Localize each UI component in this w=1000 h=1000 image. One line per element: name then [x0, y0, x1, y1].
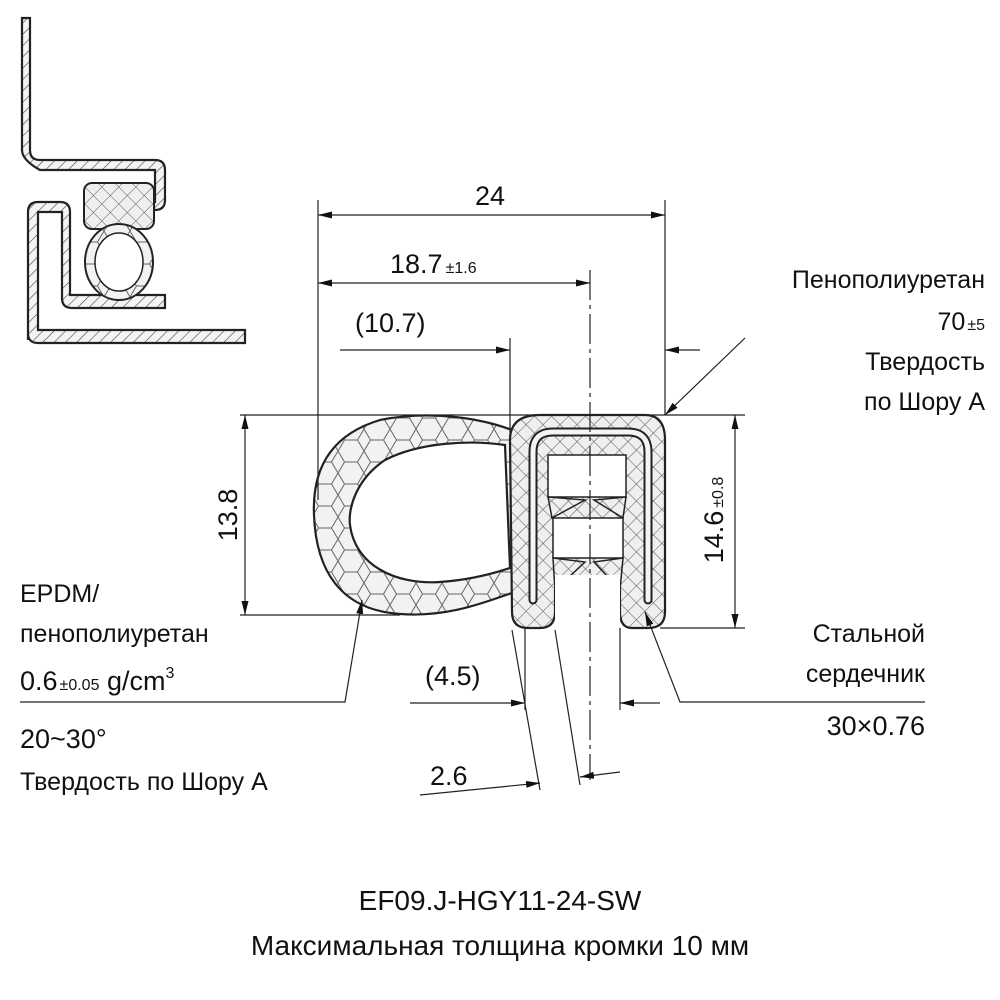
- bulb-callout: EPDM/ пенополиуретан 0.6±0.05 g/cm3 20~3…: [20, 580, 268, 796]
- svg-text:0.6±0.05 g/cm3: 0.6±0.05 g/cm3: [20, 665, 174, 696]
- bulb-cavity: [348, 441, 512, 584]
- product-code: EF09.J-HGY11-24-SW: [359, 885, 642, 916]
- svg-text:70±5: 70±5: [938, 308, 986, 336]
- dim-leg-thickness: 2.6: [430, 761, 468, 791]
- svg-text:по Шору А: по Шору А: [864, 388, 985, 416]
- svg-text:Пенополиуретан: Пенополиуретан: [792, 266, 985, 294]
- svg-text:20~30°: 20~30°: [20, 724, 107, 754]
- dim-width-mid: 18.7±1.6: [390, 249, 477, 279]
- upper-panel: [20, 16, 167, 212]
- channel-lower: [552, 517, 624, 559]
- core-callout: Стальной сердечник 30×0.76: [806, 620, 926, 741]
- svg-text:EPDM/: EPDM/: [20, 580, 99, 608]
- lower-panel: [26, 200, 247, 345]
- gripping-fins: [547, 496, 627, 520]
- dim-opening-ref: (4.5): [425, 661, 481, 691]
- channel-upper: [547, 454, 627, 498]
- seal-profile: [312, 413, 667, 630]
- svg-text:Твердость: Твердость: [865, 348, 985, 376]
- svg-text:пенополиуретан: пенополиуретан: [20, 620, 209, 648]
- dim-height-bulb: 13.8: [213, 489, 243, 542]
- svg-text:30×0.76: 30×0.76: [827, 711, 925, 741]
- mini-clip: [83, 182, 155, 230]
- foam-callout: Пенополиуретан 70±5 Твердость по Шору А: [792, 266, 985, 416]
- svg-text:Стальной: Стальной: [813, 620, 925, 648]
- dim-width-total: 24: [475, 181, 505, 211]
- dimension-lines: [20, 200, 925, 796]
- dim-height-clip: 14.6±0.8: [699, 477, 729, 564]
- product-description: Максимальная толщина кромки 10 мм: [251, 930, 749, 961]
- dim-width-ref: (10.7): [355, 308, 426, 338]
- installation-sketch: [20, 16, 247, 345]
- svg-text:Твердость по Шору А: Твердость по Шору А: [20, 768, 268, 796]
- svg-text:сердечник: сердечник: [806, 660, 926, 688]
